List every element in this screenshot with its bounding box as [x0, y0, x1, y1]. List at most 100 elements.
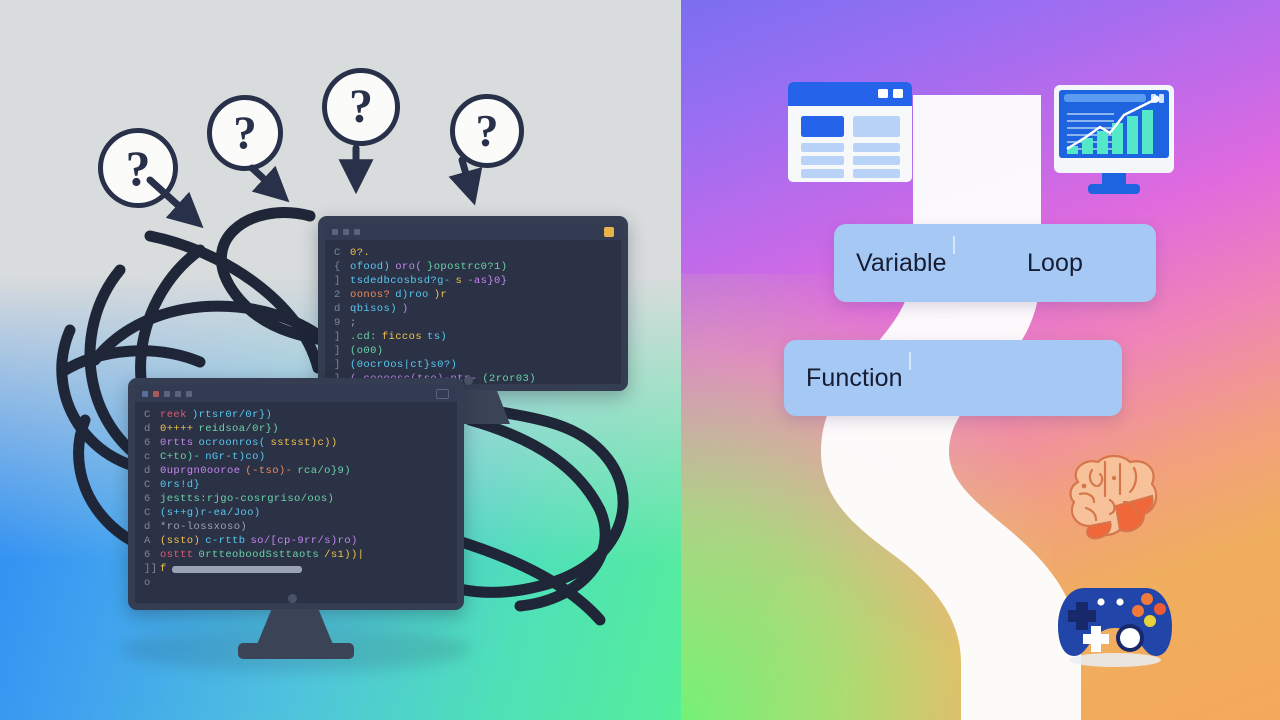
code-gutter: d	[334, 303, 341, 315]
code-gutter: C	[144, 507, 151, 519]
code-token: *ro-lossxoso)	[160, 521, 248, 533]
code-token: osttt	[160, 549, 194, 561]
code-line: o	[144, 576, 457, 590]
code-gutter: 6	[144, 493, 151, 505]
code-gutter: ]	[334, 345, 341, 357]
code-token: .cd:	[350, 331, 377, 343]
code-token: s	[455, 275, 463, 287]
card-divider	[953, 236, 955, 254]
question-mark-icon: ?	[322, 68, 400, 146]
game-controller-glyph	[1058, 588, 1172, 667]
code-token: )	[401, 303, 409, 315]
browser-window-glyph	[788, 82, 912, 182]
concept-card-label: Variable	[856, 248, 947, 277]
question-mark-icon: ?	[98, 128, 178, 208]
brain-icon[interactable]	[1058, 452, 1164, 542]
code-line: d 0uprgn0ooroe (-tso)- rca/o}9)	[144, 464, 457, 478]
code-line: ] (0ocrOos|ct}s0?)	[334, 358, 621, 372]
code-token: f	[160, 563, 167, 575]
code-line: c C+to)- nGr-t)co)	[144, 450, 457, 464]
code-gutter: ]]	[144, 563, 158, 575]
status-light-icon	[604, 227, 614, 237]
code-gutter: ]	[334, 275, 341, 287]
window-dot-icon	[164, 390, 170, 397]
code-gutter: c	[144, 451, 151, 463]
back-monitor-titlebar	[325, 223, 621, 240]
code-token: (2ror03)	[482, 373, 536, 385]
code-token: ts)	[427, 331, 448, 343]
code-gutter: d	[144, 423, 151, 435]
code-token: ;	[350, 317, 357, 329]
code-token: ofood)	[350, 261, 391, 273]
code-token: ficcos	[381, 331, 423, 343]
window-dot-icon	[175, 390, 181, 397]
code-token: 0rtts	[160, 437, 194, 449]
code-line: ]]f	[144, 562, 457, 576]
code-token: reek	[160, 409, 187, 421]
code-gutter: A	[144, 535, 151, 547]
code-gutter: {	[334, 261, 341, 273]
code-line: ]tsdedbcosbsd?g-s-as}0}	[334, 274, 621, 288]
code-token: }opostrc0?1)	[427, 261, 508, 273]
monitor-power-led	[464, 376, 473, 385]
question-mark-icon: ?	[450, 94, 524, 168]
code-gutter: ]	[334, 359, 341, 371]
code-token: rca/o}9)	[297, 465, 351, 477]
code-gutter: 2	[334, 289, 341, 301]
front-monitor-titlebar	[135, 385, 457, 402]
window-dot-icon	[343, 228, 349, 235]
analytics-monitor-icon[interactable]	[1052, 85, 1176, 195]
window-dot-icon	[142, 390, 148, 397]
window-dot-icon	[354, 228, 360, 235]
browser-window-icon[interactable]	[788, 82, 912, 182]
code-token: (-tso)-	[245, 465, 293, 477]
code-token: reidsoa/0r})	[198, 423, 279, 435]
code-line: ] (o00)	[334, 344, 621, 358]
code-token: )r	[433, 289, 448, 301]
brain-glyph	[1069, 454, 1158, 540]
code-token: 0?.	[350, 247, 371, 259]
concept-card-label: Function	[806, 363, 903, 392]
code-gutter: 9	[334, 317, 341, 329]
game-controller-icon[interactable]	[1054, 578, 1176, 668]
monitor-power-led	[288, 594, 297, 603]
window-dot-icon	[153, 390, 159, 397]
code-token: so/[cp-9rr/s)ro)	[250, 535, 358, 547]
code-line: 9;	[334, 316, 621, 330]
code-gutter: C	[144, 409, 151, 421]
code-token: qbisos)	[350, 303, 397, 315]
window-restore-icon	[436, 389, 449, 399]
code-token: /s1))|	[324, 549, 365, 561]
code-token: (o00)	[350, 345, 384, 357]
code-gutter: d	[144, 465, 151, 477]
analytics-chart-glyph	[1054, 85, 1174, 194]
code-token: tsdedbcosbsd?g-	[350, 275, 451, 287]
code-token: (0ocrOos|ct}s0?)	[350, 359, 458, 371]
code-gutter: d	[144, 521, 151, 533]
window-dot-icon	[186, 390, 192, 397]
code-token: 0rtteoboodSsttaots	[198, 549, 320, 561]
code-token: 0uprgn0ooroe	[160, 465, 241, 477]
code-token: C+to)-	[160, 451, 201, 463]
code-gutter: o	[144, 577, 151, 589]
code-line: d *ro-lossxoso)	[144, 520, 457, 534]
code-gutter: 6	[144, 437, 151, 449]
code-token: (ssto)	[160, 535, 201, 547]
code-token: oro(	[395, 261, 423, 273]
concept-card-function[interactable]: Function	[784, 340, 1122, 416]
code-line: C(s++g)r-ea/Joo)	[144, 506, 457, 520]
code-token: nGr-t)co)	[205, 451, 266, 463]
code-token: oonos?	[350, 289, 391, 301]
code-token: ocroonros(	[198, 437, 266, 449]
code-token: jestts:rjgo-cosrgriso/oos)	[160, 493, 335, 505]
